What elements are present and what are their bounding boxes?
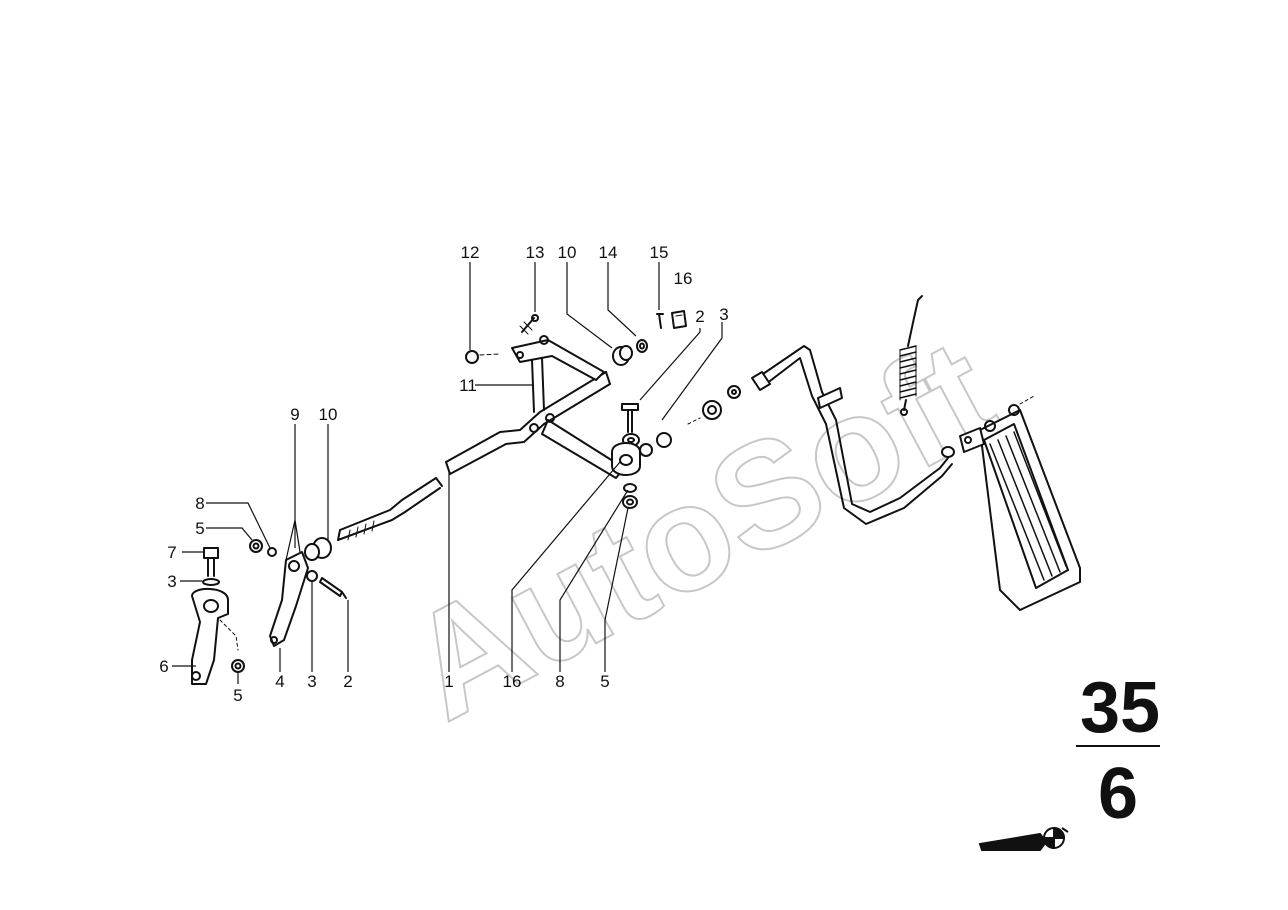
callout-16-top: 16: [674, 269, 693, 288]
bolt-part-2a[interactable]: [621, 403, 639, 433]
callout-2-top: 2: [695, 307, 704, 326]
washer-part-3b[interactable]: [202, 578, 220, 586]
return-spring-part[interactable]: [899, 295, 923, 416]
leader-lines: [172, 262, 723, 684]
callout-10-left: 10: [319, 405, 338, 424]
lever-part-9[interactable]: [269, 551, 309, 647]
callout-labels: 12 13 10 14 15 16 2 3 11 9 10 8 5 7 3 6 …: [159, 243, 728, 705]
shaft-part[interactable]: [337, 371, 611, 541]
washer-part-8a[interactable]: [267, 547, 277, 557]
washer-part-14[interactable]: [636, 339, 648, 353]
callout-7: 7: [167, 543, 176, 562]
bushing-part-a[interactable]: [687, 400, 722, 425]
lever-part-6[interactable]: [191, 588, 239, 685]
callout-10-top: 10: [558, 243, 577, 262]
screw-part-13[interactable]: [519, 314, 539, 335]
callout-5-bottom: 5: [600, 672, 609, 691]
callout-13: 13: [526, 243, 545, 262]
callout-2-bottom: 2: [343, 672, 352, 691]
callout-8-left: 8: [195, 494, 204, 513]
callout-8-bottom: 8: [555, 672, 564, 691]
callout-9: 9: [290, 405, 299, 424]
nut-part-12[interactable]: [465, 350, 501, 364]
washer-part-3c[interactable]: [306, 570, 318, 582]
callout-1: 1: [444, 672, 453, 691]
callout-5-left: 5: [195, 519, 204, 538]
callout-3-bottom: 3: [307, 672, 316, 691]
nut-part-5b[interactable]: [231, 659, 245, 673]
bmw-roundel-emblem-icon: [978, 826, 1069, 851]
callout-3-top: 3: [719, 305, 728, 324]
pin-part-15[interactable]: [656, 313, 664, 329]
ball-joint-part-16b[interactable]: [611, 432, 672, 476]
callout-6: 6: [159, 657, 168, 676]
callout-11: 11: [459, 376, 477, 395]
clip-part-16a[interactable]: [671, 310, 687, 329]
pedal-rod-part[interactable]: [751, 345, 955, 525]
bolt-part-2b[interactable]: [319, 577, 347, 599]
bolt-part-7[interactable]: [203, 547, 219, 577]
callout-5-bottom-left: 5: [233, 686, 242, 705]
callout-12: 12: [461, 243, 480, 262]
accelerator-pedal-part[interactable]: [959, 395, 1081, 611]
watermark: AutoSoft: [382, 306, 1020, 752]
washer-part-8b[interactable]: [623, 483, 637, 493]
callout-15: 15: [650, 243, 669, 262]
washer-part-a[interactable]: [727, 385, 741, 399]
bushing-part-10a[interactable]: [612, 345, 633, 366]
bracket-part[interactable]: [511, 335, 625, 479]
nut-part-5c[interactable]: [622, 495, 638, 509]
sheet-number: 6: [1098, 754, 1138, 834]
callout-4: 4: [275, 672, 284, 691]
group-number: 35: [1080, 668, 1160, 748]
page-number-block: 35 6: [1076, 668, 1160, 834]
callout-3-left: 3: [167, 572, 176, 591]
callout-16-bottom: 16: [503, 672, 522, 691]
bushing-part-10b[interactable]: [304, 537, 332, 561]
callout-14: 14: [599, 243, 618, 262]
nut-part-5a[interactable]: [249, 539, 263, 553]
